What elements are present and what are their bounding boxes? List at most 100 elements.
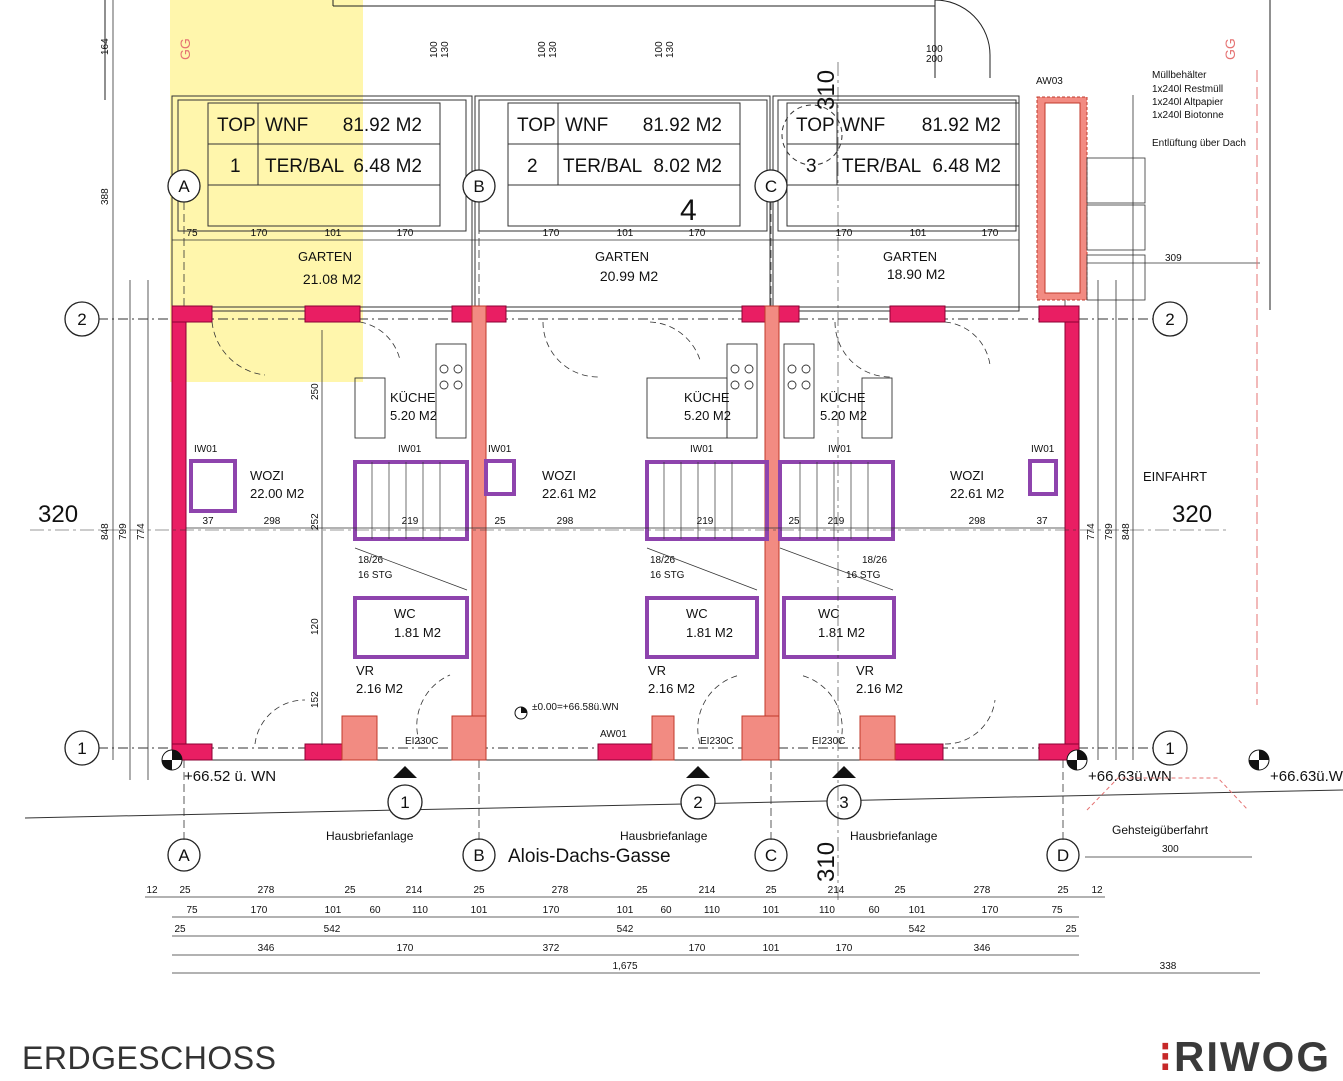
dim-101: 101 [617, 905, 634, 916]
dim-25: 25 [494, 516, 506, 527]
iw01-label: IW01 [1031, 444, 1055, 455]
dim-75: 75 [1051, 905, 1063, 916]
dim-774: 774 [1086, 523, 1097, 540]
kueche3-area: 5.20 M2 [820, 408, 867, 423]
dim-346: 346 [974, 943, 991, 954]
dim-37: 37 [202, 516, 214, 527]
dim-170: 170 [251, 228, 268, 239]
top2-number: 2 [527, 156, 538, 177]
gg-left: GG [177, 38, 193, 60]
dim-120: 120 [310, 618, 321, 635]
dim-152: 152 [310, 691, 321, 708]
dim-164: 164 [100, 38, 111, 55]
dim-25: 25 [1065, 924, 1077, 935]
dim-170: 170 [251, 905, 268, 916]
wc3-label: WC [818, 606, 840, 621]
ei230-label: EI230C [405, 736, 438, 747]
dim-214: 214 [828, 885, 845, 896]
hausbrief-2: Hausbriefanlage [620, 829, 708, 843]
dim-25: 25 [179, 885, 191, 896]
dim-37: 37 [1036, 516, 1048, 527]
dim-110: 110 [819, 905, 835, 916]
dim-219: 219 [402, 516, 419, 527]
stairs1-a: 18/26 [358, 555, 383, 566]
vr3-label: VR [856, 663, 874, 678]
dim-60: 60 [868, 905, 880, 916]
floor-title: ERDGESCHOSS [22, 1040, 277, 1076]
axis-2-left: 2 [77, 310, 86, 329]
dim-12: 12 [1091, 885, 1103, 896]
wc1-area: 1.81 M2 [394, 625, 441, 640]
garten2-label: GARTEN [595, 249, 649, 264]
dim-25: 25 [174, 924, 186, 935]
vr2-label: VR [648, 663, 666, 678]
hausbrief-3: Hausbriefanlage [850, 829, 938, 843]
waste-title: Müllbehälter [1152, 70, 1207, 81]
dim-25: 25 [473, 885, 485, 896]
dim-346: 346 [258, 943, 275, 954]
dim-298: 298 [557, 516, 574, 527]
top2-ter: 8.02 M2 [653, 156, 722, 177]
dim-170: 170 [982, 905, 999, 916]
dim-214: 214 [406, 885, 423, 896]
stairs1-b: 16 STG [358, 570, 393, 581]
elevation-left: +66.52 ü. WN [184, 768, 276, 785]
dim-298: 298 [969, 516, 986, 527]
dim-25: 25 [1057, 885, 1069, 896]
dim-101: 101 [909, 905, 926, 916]
waste-altpapier: 1x240l Altpapier [1152, 97, 1224, 108]
kueche2-area: 5.20 M2 [684, 408, 731, 423]
section-310-top: 310 [813, 70, 840, 110]
top1-wnf-label: WNF [265, 115, 308, 136]
street-name: Alois-Dachs-Gasse [508, 846, 671, 867]
dim-110: 110 [412, 905, 428, 916]
axis-d-bottom: D [1057, 846, 1069, 865]
dim-101: 101 [763, 943, 780, 954]
dim-372: 372 [543, 943, 560, 954]
wozi3-area: 22.61 M2 [950, 486, 1004, 501]
wozi2-label: WOZI [542, 468, 576, 483]
top2-wnf: 81.92 M2 [643, 115, 722, 136]
axis-c-top: C [765, 177, 777, 196]
dim-170: 170 [836, 943, 853, 954]
waste-restmuell: 1x240l Restmüll [1152, 84, 1223, 95]
dim-170: 170 [982, 228, 999, 239]
vr2-area: 2.16 M2 [648, 681, 695, 696]
garten1-label: GARTEN [298, 249, 352, 264]
garten3-area: 18.90 M2 [887, 266, 946, 282]
floor-plan: TOP WNF 81.92 M2 1 TER/BAL 6.48 M2 TOP W… [24, 0, 1343, 974]
dim-170: 170 [543, 905, 560, 916]
dim-100: 100 [926, 44, 943, 55]
dim-300: 300 [1162, 844, 1179, 855]
dim-542: 542 [617, 924, 634, 935]
aw01-label: AW01 [600, 729, 627, 740]
axis-a-bottom: A [178, 846, 190, 865]
dim-799: 799 [1104, 523, 1115, 540]
top3-number: 3 [806, 156, 817, 177]
dim-60: 60 [660, 905, 672, 916]
dim-25: 25 [894, 885, 906, 896]
dim-298: 298 [264, 516, 281, 527]
wozi1-label: WOZI [250, 468, 284, 483]
dim-101: 101 [763, 905, 780, 916]
dim-219: 219 [697, 516, 714, 527]
dim-130: 130 [440, 41, 451, 58]
elevation-right: +66.63ü.WN [1088, 768, 1172, 785]
dim-75: 75 [186, 228, 198, 239]
waste-biotonne: 1x240l Biotonne [1152, 110, 1224, 121]
wc2-label: WC [686, 606, 708, 621]
dim-100: 100 [429, 41, 440, 58]
iw01-label: IW01 [828, 444, 852, 455]
dim-278: 278 [552, 885, 569, 896]
kueche2-label: KÜCHE [684, 390, 730, 405]
ei230-label: EI230C [700, 736, 733, 747]
dim-170: 170 [836, 228, 853, 239]
gehsteig-label: Gehsteigüberfahrt [1112, 823, 1209, 837]
iw01-label: IW01 [194, 444, 218, 455]
dim-12: 12 [146, 885, 158, 896]
dim-101: 101 [910, 228, 927, 239]
garten1-area: 21.08 M2 [303, 271, 362, 287]
dim-848: 848 [1121, 523, 1132, 540]
dim-101: 101 [471, 905, 488, 916]
axis-a-top: A [178, 177, 190, 196]
